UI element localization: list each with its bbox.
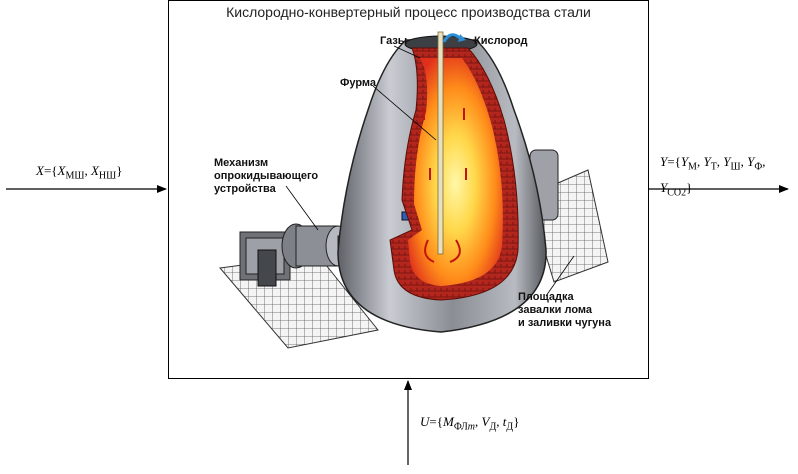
diagram-title: Кислородно-конвертерный процесс производ… (226, 4, 591, 20)
oxygen-lance (437, 31, 466, 255)
input-formula-var: X (36, 163, 44, 178)
input-formula-symbol: X (57, 163, 66, 178)
input-formula-subscript: НШ (98, 170, 117, 182)
control-formula-separator: , (496, 414, 503, 429)
output-formula-subscript: Ш (730, 161, 741, 173)
output-formula-separator: , (716, 154, 724, 169)
output-formula-symbol: Y (680, 154, 689, 169)
output-formula-separator: , (762, 154, 766, 169)
label-tilt-mechanism-line: устройства (214, 183, 277, 195)
label-platform-line: и заливки чугуна (518, 317, 612, 329)
label-tilt-mechanism-line: Механизм (214, 157, 268, 169)
output-formula-subscript: М (688, 161, 697, 173)
input-formula-separator: } (116, 163, 123, 178)
input-formula-subscript: МШ (65, 170, 85, 182)
converter-cutaway (389, 47, 519, 301)
label-platform-line: завалки лома (518, 304, 593, 316)
label-platform-line: Площадка (518, 291, 574, 303)
control-formula-symbol: M (442, 414, 454, 429)
control-formula-var: U (420, 414, 430, 429)
leader-lines (285, 45, 575, 297)
input-formula-separator: , (84, 163, 91, 178)
output-formula-separator: } (686, 179, 693, 195)
label-gases: Газы (380, 35, 407, 47)
input-formula-eq: ={ (43, 163, 58, 178)
control-formula-symbol: V (481, 414, 490, 429)
output-formula-symbol: Y (703, 154, 711, 169)
output-formula-subscript: Ф (754, 161, 763, 173)
control-formula-symbol: t (502, 414, 507, 429)
control-formula-separator: , (474, 414, 482, 429)
control-formula-subscript: Д (489, 421, 497, 433)
control-formula-subscript: ФЛm (453, 421, 475, 433)
output-formula-subscript: Т (710, 161, 717, 173)
control-formula-separator: } (513, 414, 520, 429)
output-formula-symbol: Y (660, 179, 668, 195)
output-formula-separator: , (696, 154, 704, 169)
control-formula-subscript: Д (506, 421, 514, 433)
input-formula-symbol: X (90, 163, 99, 178)
output-formula-var: Y (660, 154, 668, 169)
output-formula-separator: , (740, 154, 748, 169)
label-lance: Фурма (340, 77, 377, 89)
output-formula-symbol: Y (747, 154, 755, 169)
output-formula-eq: ={ (667, 154, 681, 169)
control-formula-eq: ={ (429, 414, 443, 429)
output-formula-subscript: СО2 (667, 187, 687, 199)
output-formula-symbol: Y (723, 154, 731, 169)
label-tilt-mechanism-line: опрокидывающего (214, 170, 318, 182)
input-formula: X={XМШ, XНШ} (36, 163, 122, 182)
control-formula: U={MФЛm, VД, tД} (420, 414, 519, 433)
label-oxygen: Кислород (474, 35, 527, 47)
output-formula: Y={YМ, YТ, YШ, YФ,YСО2} (660, 152, 796, 203)
